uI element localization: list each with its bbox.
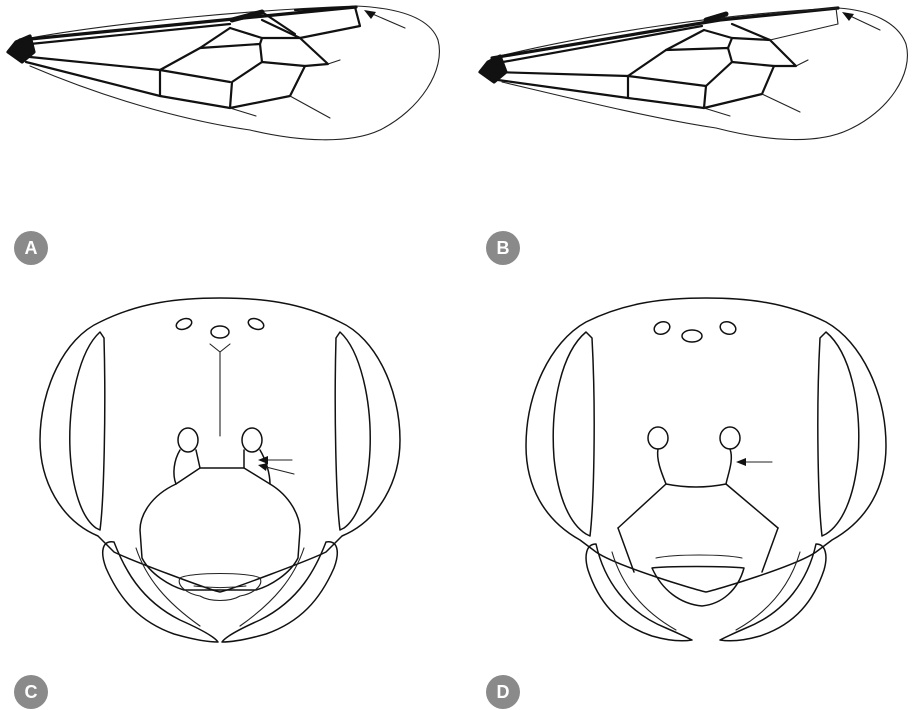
- ocellus-middle: [682, 330, 702, 342]
- wing-a-drawing: [0, 0, 450, 160]
- head-d-drawing: [516, 290, 896, 650]
- labrum-c: [179, 574, 261, 601]
- arrow-pointer-icon: [842, 12, 880, 30]
- panel-a: [0, 0, 450, 160]
- panel-c: [30, 290, 410, 650]
- mandible-left: [586, 544, 692, 641]
- ocellus-middle: [211, 326, 229, 338]
- compound-eye-left: [553, 332, 594, 536]
- antennal-socket-left: [648, 427, 668, 449]
- ocellus-right: [718, 320, 737, 337]
- compound-eye-right: [335, 332, 370, 530]
- panel-letter-badge-d: D: [486, 675, 520, 709]
- ocellus-right: [247, 317, 265, 332]
- compound-eye-left: [70, 332, 105, 530]
- antennal-socket-right: [242, 428, 262, 452]
- arrow-pointer-icon: [736, 458, 772, 466]
- clypeus-d: [666, 484, 726, 487]
- labrum-d: [652, 567, 744, 607]
- wing-b-drawing: [470, 0, 916, 160]
- arrow-pointer-icon: [258, 463, 294, 474]
- ocellus-left: [175, 317, 193, 332]
- head-c-drawing: [30, 290, 410, 650]
- wing-b-base: [480, 56, 506, 82]
- panel-d: [516, 290, 896, 650]
- head-d-outline: [526, 298, 886, 592]
- panel-letter-badge-a: A: [14, 231, 48, 265]
- head-c-outline: [40, 298, 400, 592]
- arrow-pointer-icon: [364, 10, 405, 28]
- wing-a-outline: [30, 6, 439, 140]
- panel-letter-badge-b: B: [486, 231, 520, 265]
- antennal-socket-left: [178, 428, 198, 452]
- mandible-left: [103, 542, 218, 642]
- mandible-right: [720, 544, 826, 641]
- panel-b: [470, 0, 916, 160]
- panel-letter-badge-c: C: [14, 675, 48, 709]
- compound-eye-right: [818, 332, 859, 536]
- ocellus-left: [652, 320, 671, 337]
- mandible-right: [222, 542, 337, 642]
- antennal-socket-right: [720, 427, 740, 449]
